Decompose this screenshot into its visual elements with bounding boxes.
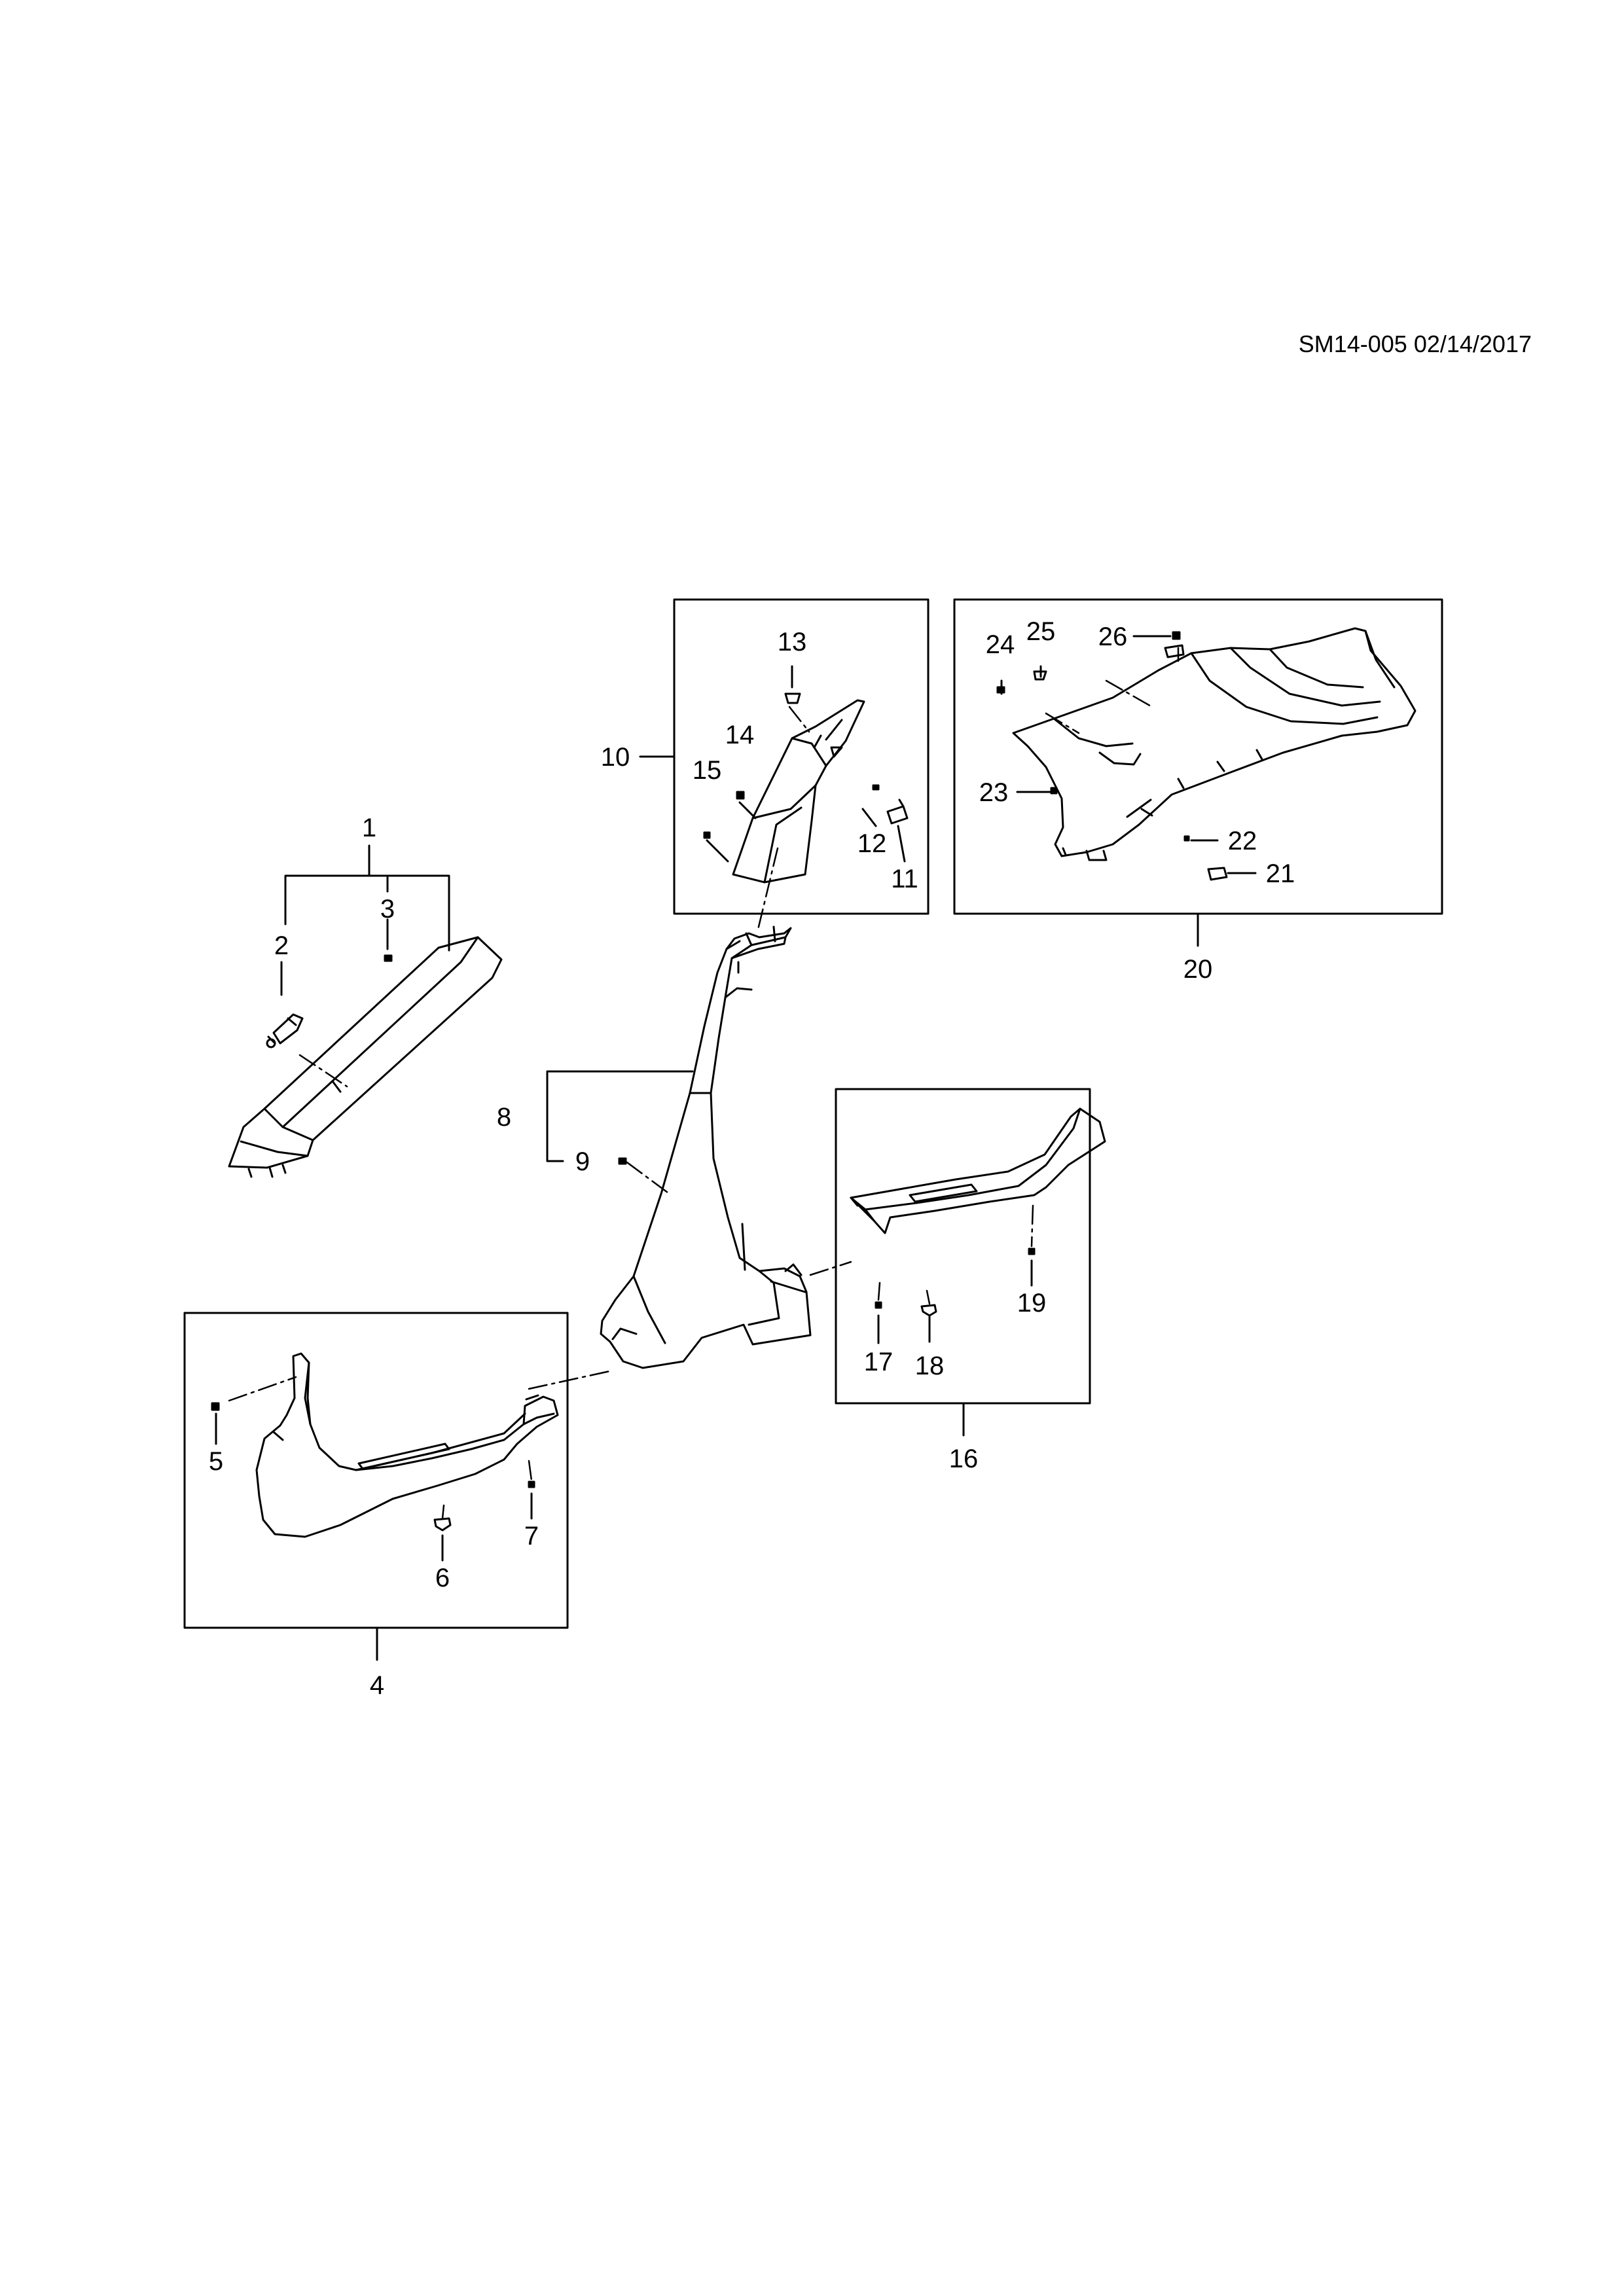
clip-22 (1183, 835, 1190, 842)
clip-14 (736, 791, 745, 800)
leader-15 (706, 839, 729, 863)
callout-22: 22 (1228, 827, 1257, 855)
callout-26: 26 (1098, 622, 1128, 651)
clip-15 (703, 831, 711, 839)
callout-19: 19 (1017, 1289, 1047, 1318)
centerline-clip-6 (441, 1504, 445, 1520)
callout-17: 17 (864, 1348, 893, 1376)
callout-14: 14 (725, 721, 755, 749)
callout-2: 2 (274, 931, 289, 960)
clip-5 (211, 1402, 220, 1411)
leader-14 (738, 801, 757, 819)
centerline-pillar-a (298, 1054, 348, 1088)
clip-2 (266, 1013, 304, 1049)
clip-9 (618, 1157, 627, 1165)
clip-3 (384, 954, 393, 962)
callout-9: 9 (575, 1147, 590, 1176)
callout-11: 11 (891, 865, 918, 893)
cover-21 (1207, 867, 1228, 881)
centerline-clip-5 (228, 1376, 297, 1402)
centerline-pillar-b-upper (757, 847, 779, 931)
callout-20: 20 (1183, 955, 1213, 984)
callout-1: 1 (362, 814, 376, 842)
document-reference: SM14-005 02/14/2017 (1299, 331, 1532, 357)
callout-8: 8 (497, 1103, 511, 1132)
callout-15: 15 (693, 756, 722, 785)
clip-18 (920, 1304, 937, 1317)
front-sill-plate (255, 1352, 559, 1538)
callout-18: 18 (915, 1352, 945, 1380)
cover-11 (886, 798, 909, 825)
centerline-rear-sill (809, 1261, 852, 1276)
callout-3: 3 (380, 895, 395, 924)
leader-12 (861, 808, 877, 827)
clip-6 (433, 1517, 452, 1532)
clip-26 (1172, 631, 1181, 640)
rear-sill-plate (850, 1107, 1106, 1234)
centerline-inset-20-a (1045, 712, 1080, 734)
leader-11 (897, 825, 906, 863)
a-pillar-trim (228, 936, 503, 1178)
centerline-clip-7 (528, 1460, 533, 1482)
callout-5: 5 (209, 1447, 223, 1476)
centerline-inset-20-b (1105, 679, 1153, 708)
callout-23: 23 (979, 778, 1009, 807)
clip-13 (784, 692, 801, 704)
callout-7: 7 (524, 1522, 539, 1551)
clip-25 (1033, 670, 1047, 681)
centerline-inset-10 (788, 706, 810, 733)
centerline-front-sill (528, 1369, 614, 1390)
callout-25: 25 (1026, 617, 1056, 646)
bracket-1 (284, 844, 450, 952)
callout-4: 4 (370, 1671, 384, 1700)
clip-24 (996, 686, 1005, 694)
centerline-clip-18 (926, 1289, 931, 1305)
clip-12 (872, 784, 880, 791)
clip-7 (528, 1480, 535, 1488)
clip-23 (1050, 787, 1058, 795)
centerline-clip-17 (877, 1282, 881, 1301)
b-pillar-upper-trim (732, 699, 865, 884)
callout-10: 10 (601, 743, 630, 772)
callout-21: 21 (1266, 859, 1295, 888)
callout-13: 13 (778, 628, 807, 656)
clip-19 (1028, 1247, 1036, 1255)
callout-6: 6 (435, 1564, 450, 1592)
callout-24: 24 (986, 630, 1015, 659)
bracket-8 (546, 1070, 694, 1162)
callout-16: 16 (949, 1444, 979, 1473)
b-pillar-trim (600, 925, 812, 1369)
rear-quarter-trim (1012, 627, 1416, 861)
callout-12: 12 (857, 829, 887, 858)
clip-17 (875, 1301, 882, 1309)
centerline-pillar-b-clip (626, 1161, 669, 1194)
centerline-clip-19 (1030, 1204, 1034, 1247)
